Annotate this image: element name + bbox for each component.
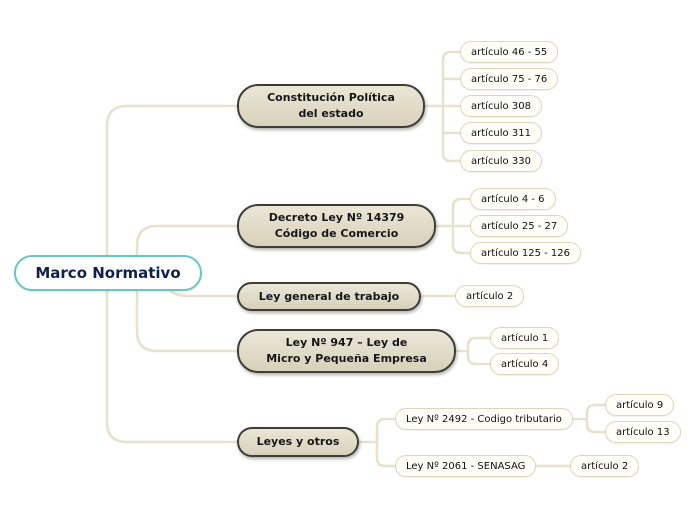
branch-node-label: Decreto Ley Nº 14379 Código de Comercio	[268, 211, 405, 240]
branch-node-label: Constitución Política del estado	[267, 91, 395, 120]
leaf-node-label: artículo 25 - 27	[481, 220, 558, 232]
leaf-node-articulo-311[interactable]: artículo 311	[460, 122, 542, 144]
connector-branch5-spine	[375, 417, 397, 468]
leaf-node-articulo-308[interactable]: artículo 308	[460, 95, 542, 117]
branch-node-constitucion-politica[interactable]: Constitución Política del estado	[237, 84, 425, 128]
root-node-label: Marco Normativo	[35, 264, 181, 282]
subbranch-node-label: Ley Nº 2061 - SENASAG	[406, 460, 526, 472]
branch-node-label: Ley Nº 947 – Ley de Micro y Pequeña Empr…	[266, 336, 427, 365]
branch-node-leyes-y-otros[interactable]: Leyes y otros	[237, 427, 359, 457]
leaf-node-articulo-2-trabajo[interactable]: artículo 2	[455, 285, 525, 307]
leaf-node-label: artículo 330	[471, 155, 531, 167]
leaf-node-label: artículo 4	[501, 358, 549, 370]
leaf-node-label: artículo 311	[471, 127, 531, 139]
leaf-node-label: artículo 308	[471, 100, 531, 112]
branch-node-decreto-ley-14379[interactable]: Decreto Ley Nº 14379 Código de Comercio	[237, 204, 436, 248]
leaf-node-articulo-75-76[interactable]: artículo 75 - 76	[460, 68, 559, 90]
leaf-node-articulo-9[interactable]: artículo 9	[605, 394, 675, 416]
leaf-node-articulo-13[interactable]: artículo 13	[605, 421, 681, 443]
subbranch-node-label: Ley Nº 2492 - Codigo tributario	[406, 413, 562, 425]
leaf-node-label: artículo 1	[501, 332, 549, 344]
leaf-node-articulo-46-55[interactable]: artículo 46 - 55	[460, 41, 559, 63]
branch-node-ley-general-trabajo[interactable]: Ley general de trabajo	[237, 282, 421, 311]
branch-node-ley-947-micro-pequena-empresa[interactable]: Ley Nº 947 – Ley de Micro y Pequeña Empr…	[237, 329, 456, 373]
leaf-node-label: artículo 9	[616, 399, 664, 411]
leaf-node-label: artículo 13	[616, 426, 670, 438]
root-node-marco-normativo[interactable]: Marco Normativo	[14, 255, 202, 291]
branch-node-label: Leyes y otros	[256, 435, 340, 448]
leaf-node-articulo-4-6[interactable]: artículo 4 - 6	[470, 188, 556, 210]
subbranch-node-ley-2492-codigo-tributario[interactable]: Ley Nº 2492 - Codigo tributario	[395, 408, 573, 430]
leaf-node-label: artículo 46 - 55	[471, 46, 548, 58]
leaf-node-articulo-1[interactable]: artículo 1	[490, 327, 560, 349]
branch-node-label: Ley general de trabajo	[258, 289, 400, 303]
leaf-node-articulo-25-27[interactable]: artículo 25 - 27	[470, 215, 569, 237]
connector-ley2492-spine	[585, 403, 607, 434]
leaf-node-articulo-125-126[interactable]: artículo 125 - 126	[470, 242, 581, 264]
leaf-node-label: artículo 125 - 126	[481, 247, 570, 259]
leaf-node-label: artículo 2	[581, 460, 629, 472]
leaf-node-label: artículo 2	[466, 290, 514, 302]
leaf-node-articulo-2-senasag[interactable]: artículo 2	[570, 455, 640, 477]
connector-branch4-spine	[466, 336, 492, 366]
subbranch-node-ley-2061-senasag[interactable]: Ley Nº 2061 - SENASAG	[395, 455, 537, 477]
leaf-node-articulo-4[interactable]: artículo 4	[490, 353, 560, 375]
leaf-node-articulo-330[interactable]: artículo 330	[460, 150, 542, 172]
leaf-node-label: artículo 75 - 76	[471, 73, 548, 85]
leaf-node-label: artículo 4 - 6	[481, 193, 545, 205]
